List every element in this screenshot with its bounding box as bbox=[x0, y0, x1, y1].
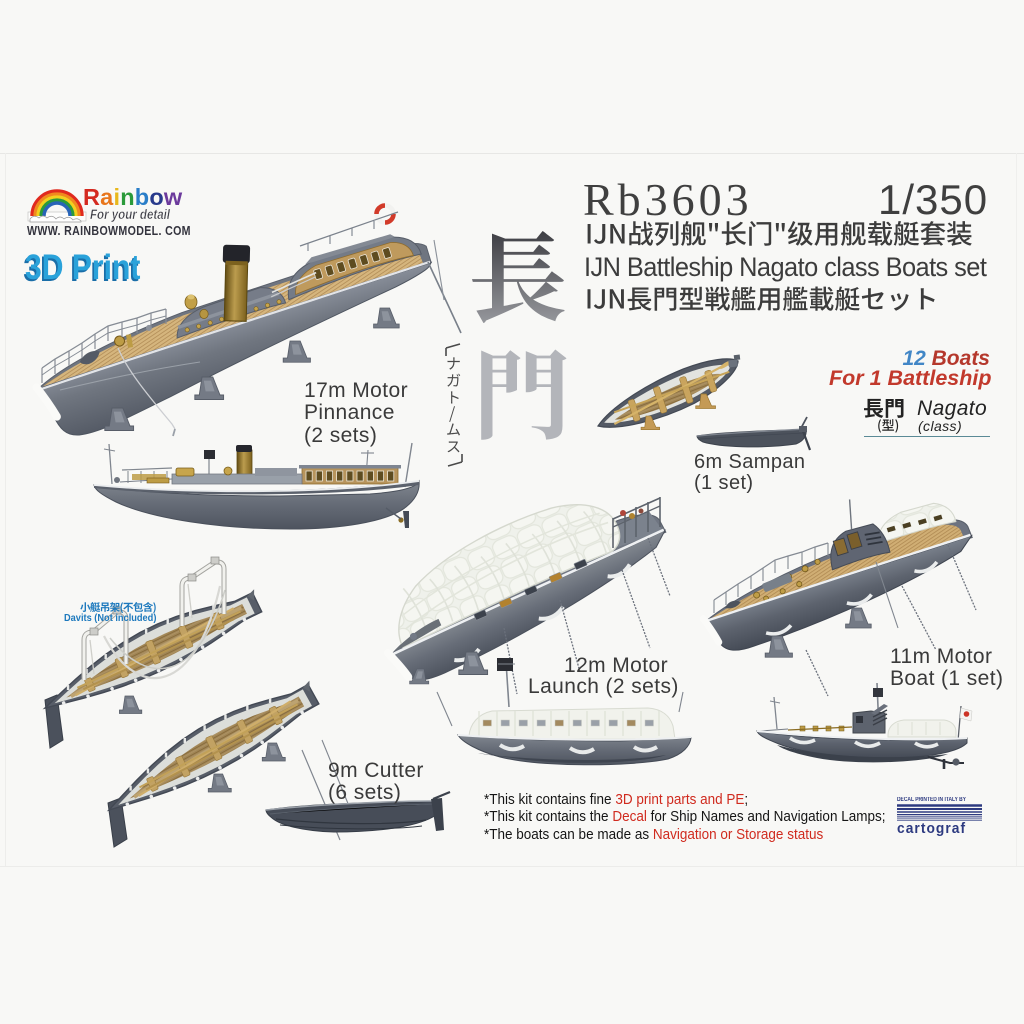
svg-text:Rainbow: Rainbow bbox=[83, 184, 183, 210]
svg-text:For your detail: For your detail bbox=[90, 207, 170, 222]
